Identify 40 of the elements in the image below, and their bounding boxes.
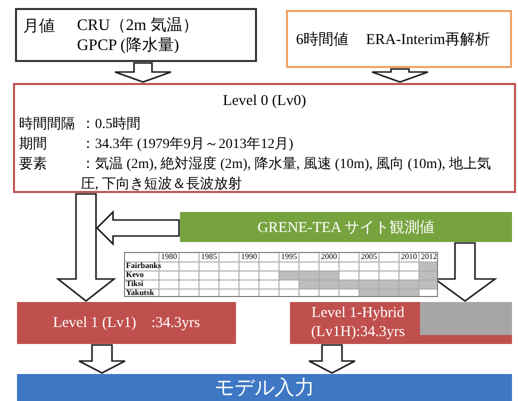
level-box — [13, 83, 516, 193]
block-arrow — [56, 193, 116, 302]
level-title: Level 1 (Lv1) :34.3yrs — [52, 314, 202, 332]
field-name: 要素 — [19, 155, 47, 173]
block-arrow — [96, 210, 180, 246]
block-arrow — [308, 344, 356, 374]
block-arrow — [78, 344, 126, 374]
site-label: Fairbanks — [126, 261, 162, 270]
year-label: 1985 — [201, 252, 217, 261]
period-label: 月値 — [23, 17, 55, 37]
period-label: 6時間値 — [296, 30, 348, 49]
source-box — [286, 10, 512, 68]
output-title: モデル入力 — [214, 374, 316, 401]
block-arrow — [114, 62, 172, 83]
level-title: Level 0 (Lv0) — [222, 93, 308, 110]
dataset-text: CRU（2m 気温） GPCP (降水量) — [77, 16, 200, 56]
year-label: 1980 — [161, 252, 177, 261]
dataset-text: ERA-Interim再解析 — [366, 30, 490, 49]
year-label: 2012 — [421, 252, 437, 261]
site-label: Tiksi — [126, 279, 144, 288]
site-label: Kevo — [126, 270, 144, 279]
source-box — [180, 212, 512, 242]
year-label: 1995 — [281, 252, 297, 261]
field-name: 期間 — [19, 136, 47, 153]
field-value: ：34.3年 (1979年9月～2013年12月) — [81, 136, 294, 153]
year-label: 2010 — [401, 252, 417, 261]
field-name: 時間間隔 — [19, 116, 75, 133]
block-arrow — [371, 68, 429, 83]
year-label: 2005 — [361, 252, 377, 261]
field-value: ：気温 (2m), 絶対湿度 (2m), 降水量, 風速 (10m), 風向 (10m), 地上気圧, 下向き短波＆長波放射 — [81, 155, 492, 194]
site-label: Yakutsk — [126, 288, 154, 297]
output-box — [17, 374, 512, 401]
field-value: ：0.5時間 — [81, 116, 140, 133]
source-title: GRENE-TEA サイト観測値 — [256, 218, 436, 237]
year-label: 2000 — [321, 252, 337, 261]
source-box — [15, 8, 257, 62]
level-box — [290, 302, 512, 344]
level-box — [17, 302, 236, 344]
year-label: 1990 — [241, 252, 257, 261]
level-title: Level 1-Hybrid (Lv1H):34.3yrs — [310, 304, 406, 342]
